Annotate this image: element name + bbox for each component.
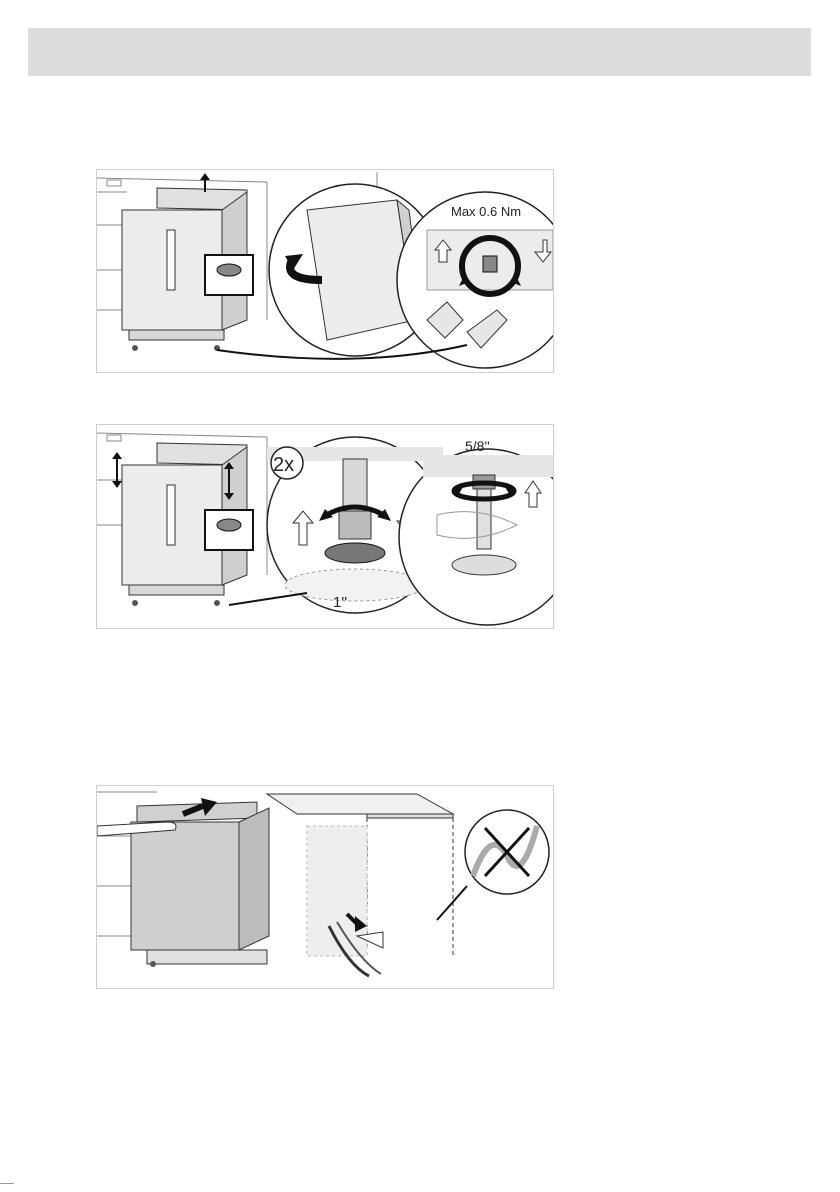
- figure-2-height-adjust: 2x 1'' 5/8'': [96, 424, 554, 629]
- figure-3-slide-in: [96, 785, 554, 989]
- torque-label: Max 0.6 Nm: [451, 204, 521, 219]
- detail-circle-wrench: 5/8'': [399, 438, 553, 625]
- count-label: 2x: [273, 454, 294, 476]
- detail-circle-cross: [437, 810, 549, 920]
- header-bar: [28, 28, 811, 76]
- page-corner-mark: [0, 1183, 14, 1192]
- figure-2-illustration: 2x 1'' 5/8'': [97, 425, 553, 628]
- figure-3-illustration: [97, 786, 553, 988]
- figure-1-dishwasher-screw-adjust: Max 0.6 Nm: [96, 169, 554, 373]
- wrench-large-label: 5/8'': [465, 438, 490, 454]
- connector-line: [229, 593, 307, 605]
- wrench-small-label: 1'': [333, 594, 347, 611]
- figure-1-illustration: Max 0.6 Nm: [97, 170, 553, 372]
- countertop: [267, 794, 453, 956]
